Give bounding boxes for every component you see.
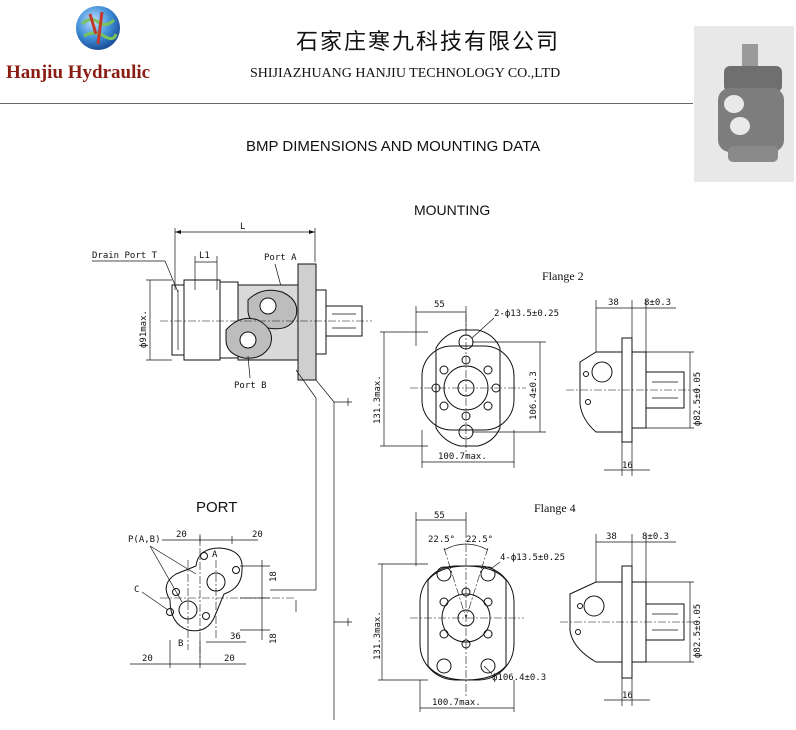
flange4-title: Flange 4 [534,501,576,515]
flange2-width: 100.7max. [438,452,487,462]
flange2-dim-55: 55 [434,300,445,310]
flange4-dim-38: 38 [606,532,617,542]
hanjiu-globe-logo-icon [74,4,122,52]
port-heading: PORT [196,499,237,516]
port-dim-20-top-right: 20 [252,530,263,540]
port-label-p: P(A,B) [128,535,161,545]
port-dim-36: 36 [230,632,241,642]
flange2-holes: 2-ф13.5±0.25 [494,309,559,319]
flange4-width: 100.7max. [432,698,481,708]
flange2-dim-38: 38 [608,298,619,308]
port-label-a: A [212,550,218,560]
flange4-dim-16: 16 [622,691,633,701]
flange4-angle-right: 22.5° [466,535,493,545]
flange2-pilot: ф82.5±0.05 [693,372,703,426]
port-dim-20-bottom-right: 20 [224,654,235,664]
flange4-dim-8: 8±0.3 [642,532,669,542]
flange4-dim-55: 55 [434,511,445,521]
flange2-height: 131.3max. [373,375,383,424]
flange2-pcd: 106.4±0.3 [529,371,539,420]
port-dim-18-top: 18 [269,571,279,582]
dim-l: L [240,222,245,232]
flange4-pcd: ф106.4±0.3 [492,673,546,683]
header-divider [0,103,693,104]
brand-name: Hanjiu Hydraulic [6,62,151,83]
flange4-holes: 4-ф13.5±0.25 [500,553,565,563]
dim-l1: L1 [199,251,210,261]
port-a-label: Port A [264,253,297,263]
dim-dia-91: ф91max. [139,310,149,348]
flange2-dim-8: 8±0.3 [644,298,671,308]
drain-port-label: Drain Port T [92,251,158,261]
port-label-c: C [134,585,139,595]
mounting-heading: MOUNTING [414,202,490,218]
port-label-b: B [178,639,183,649]
page-title: BMP DIMENSIONS AND MOUNTING DATA [246,138,541,155]
company-name-chinese: 石家庄寒九科技有限公司 [296,30,561,55]
flange2-title: Flange 2 [542,269,584,283]
port-b-label: Port B [234,381,267,391]
port-dim-20-bottom-left: 20 [142,654,153,664]
flange4-height: 131.3max. [373,611,383,660]
flange4-pilot: ф82.5±0.05 [693,604,703,658]
company-name-english: SHIJIAZHUANG HANJIU TECHNOLOGY CO.,LTD [250,66,561,81]
flange2-dim-16: 16 [622,461,633,471]
port-dim-18-bottom: 18 [269,633,279,644]
port-dim-20-top-left: 20 [176,530,187,540]
flange4-angle-left: 22.5° [428,535,455,545]
bmp-hydraulic-motor-photo [694,26,794,182]
